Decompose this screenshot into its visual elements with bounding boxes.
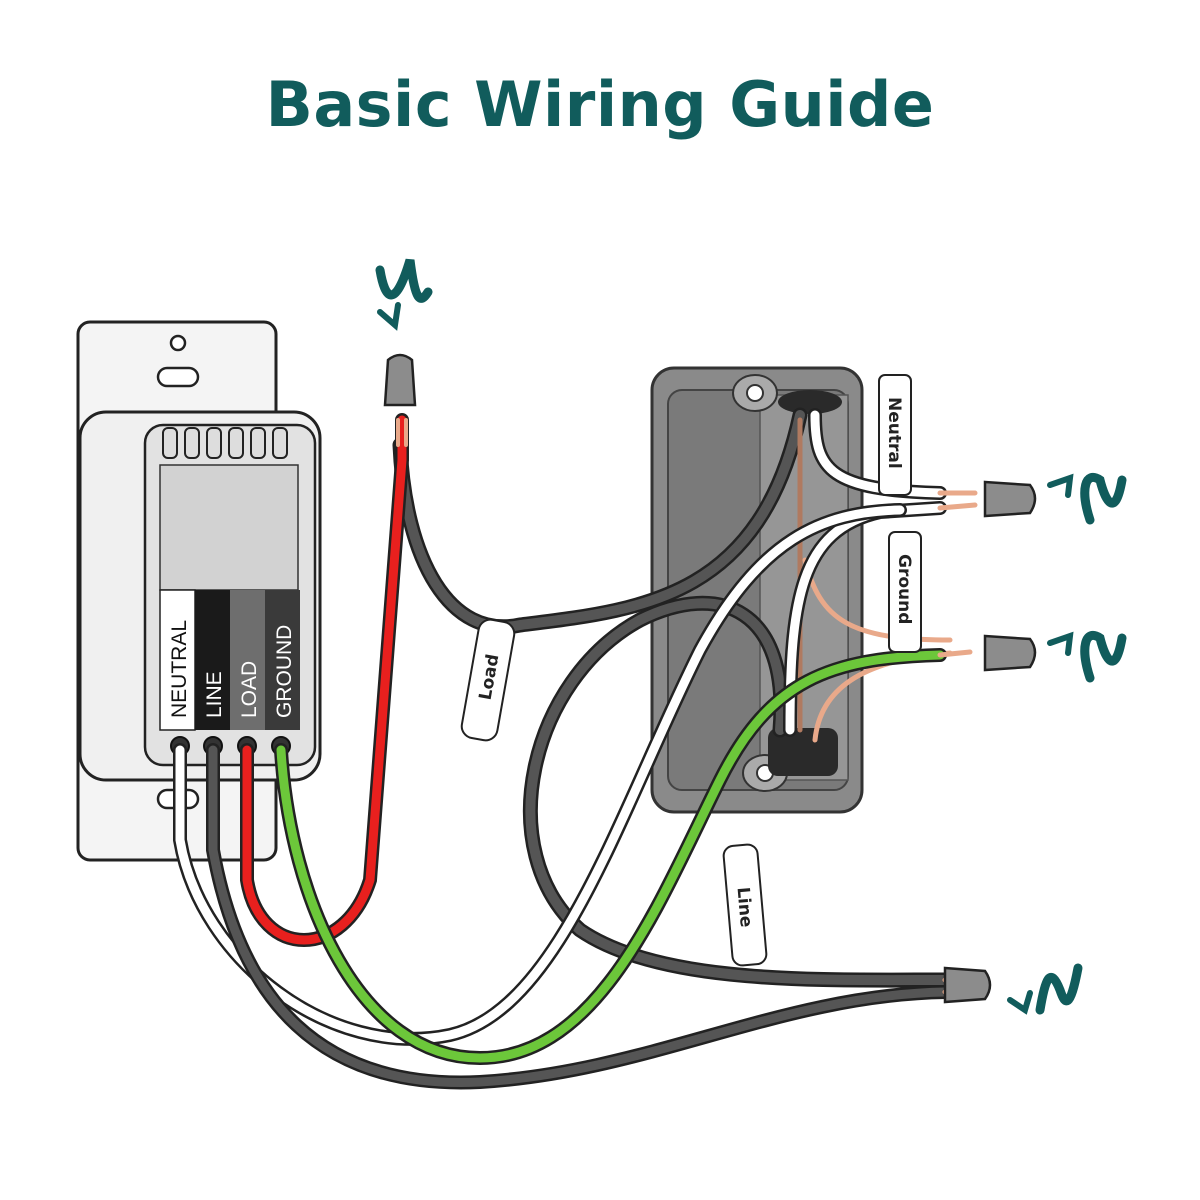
smart-switch: NEUTRAL LINE LOAD GROUND (76, 320, 322, 862)
diagram-title: Basic Wiring Guide (265, 68, 935, 141)
terminal-label-load-bg (230, 590, 265, 730)
terminal-label-load: LOAD (238, 661, 261, 718)
wire-nut-ground (983, 634, 1037, 672)
load-wire (395, 410, 805, 632)
terminal-label-line-bg (195, 590, 230, 730)
ground-wire (276, 650, 945, 1063)
wire-nut-neutral (983, 480, 1037, 518)
tag-line: Line (722, 843, 768, 967)
wires (173, 407, 978, 1090)
terminal-label-ground: GROUND (273, 625, 296, 718)
wire-nut-load (383, 353, 417, 407)
twist-arrow-icon (1007, 963, 1083, 1015)
red-load-wire (242, 415, 407, 945)
terminal-label-neutral: NEUTRAL (168, 620, 191, 718)
twist-arrow-icon (1047, 473, 1127, 525)
terminal-label-line: LINE (203, 671, 226, 718)
svg-text:Line: Line (732, 886, 755, 928)
wire-nuts (383, 353, 1037, 1004)
junction-box (650, 366, 864, 814)
tag-neutral: Neutral (878, 374, 912, 496)
wire-nut-line (943, 966, 992, 1004)
twist-arrow-icon (1047, 631, 1127, 683)
tag-ground: Ground (888, 531, 922, 653)
line-wire (208, 745, 950, 1087)
svg-text:Ground: Ground (894, 554, 914, 624)
svg-text:Neutral: Neutral (884, 397, 904, 469)
terminal-label-ground-bg (265, 590, 300, 730)
tag-load: Load (460, 618, 516, 742)
twist-arrow-icon (375, 258, 433, 331)
